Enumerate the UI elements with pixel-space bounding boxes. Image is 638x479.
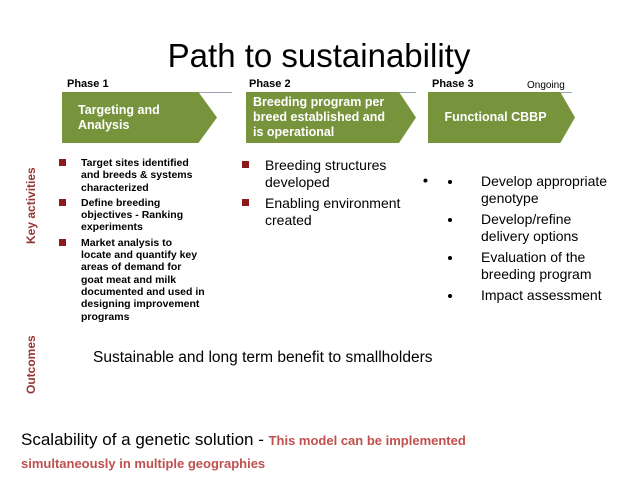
square-bullet-icon bbox=[59, 198, 66, 206]
outcome-text: Sustainable and long term benefit to sma… bbox=[93, 349, 433, 366]
outcomes-label: Outcomes bbox=[24, 335, 38, 394]
phase-3-box-line: Functional CBBP bbox=[444, 110, 547, 124]
phase-1-label: Phase 1 bbox=[67, 78, 109, 90]
phase-3-chevron: Functional CBBP bbox=[428, 92, 575, 143]
list-item: • Impact assessment bbox=[423, 172, 638, 304]
phase-1-box-line: Analysis bbox=[78, 117, 130, 132]
scalability-highlight: simultaneously in multiple geographies bbox=[21, 456, 266, 471]
bullet-icon: • bbox=[423, 172, 428, 188]
phase-1-chevron: Targeting and Analysis bbox=[62, 92, 217, 143]
square-bullet-icon bbox=[242, 161, 249, 168]
phase-2-chevron: Breeding program per breed established a… bbox=[246, 92, 416, 143]
scalability-lead: Scalability of a genetic solution - bbox=[21, 430, 269, 449]
phase-2-box-line: is operational bbox=[253, 125, 335, 139]
scalability-highlight: This model can be implemented bbox=[268, 433, 466, 448]
ongoing-label: Ongoing bbox=[527, 80, 565, 91]
square-bullet-icon bbox=[59, 238, 66, 246]
square-bullet-icon bbox=[242, 199, 249, 206]
bullet-icon: • bbox=[423, 172, 428, 188]
bullet-icon: • bbox=[423, 172, 428, 188]
scalability-statement: Scalability of a genetic solution - This… bbox=[21, 429, 621, 475]
phase-1-box-line: Targeting and bbox=[78, 102, 160, 117]
phase-3-label: Phase 3 bbox=[432, 78, 474, 90]
page-title: Path to sustainability bbox=[167, 37, 471, 74]
phase-2-box-line: Breeding program per bbox=[253, 95, 385, 109]
phase-2-label: Phase 2 bbox=[249, 78, 291, 90]
key-activities-label: Key activities bbox=[24, 167, 38, 244]
phase-2-box-line: breed established and bbox=[253, 110, 385, 124]
square-bullet-icon bbox=[59, 159, 66, 166]
bullet-icon: • bbox=[423, 172, 428, 188]
